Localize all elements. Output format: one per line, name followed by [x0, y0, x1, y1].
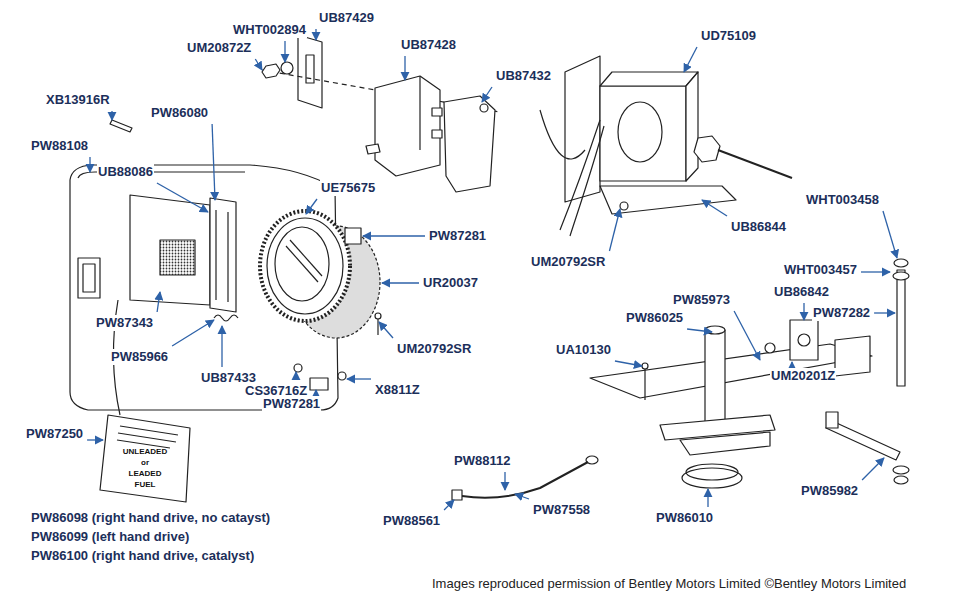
plate-text: UNLEADED: [123, 447, 167, 457]
leader-arrow: [89, 157, 90, 172]
part-number: UE75675: [320, 180, 376, 196]
part-number: PW85966: [110, 349, 169, 365]
leader-arrow: [379, 322, 393, 338]
leader-arrow: [734, 311, 760, 360]
part-number: UR20037: [422, 275, 479, 291]
leader-arrow: [284, 41, 285, 62]
part-number: PW87558: [532, 502, 591, 518]
part-number: XB13916R: [45, 92, 111, 108]
part-number: UB86842: [773, 284, 830, 300]
part-number: UM20872Z: [186, 40, 252, 56]
leader-arrow: [315, 390, 316, 393]
leader-arrow: [347, 378, 371, 379]
part-number: UB88086: [97, 164, 154, 180]
part-number: PW87343: [95, 315, 154, 331]
leader-arrow: [157, 292, 160, 312]
part-number: UM20792SR: [396, 341, 472, 357]
leader-arrow: [111, 111, 112, 120]
leader-arrow: [444, 500, 454, 510]
leader-arrow: [504, 472, 505, 490]
part-number: PW86100 (right hand drive, catalyst): [30, 548, 255, 564]
part-number: PW87281: [428, 228, 487, 244]
leader-arrow: [862, 458, 884, 480]
leader-arrow: [382, 282, 419, 283]
leader-arrow: [515, 494, 529, 499]
leader-arrow: [212, 124, 215, 200]
leader-arrow: [702, 200, 727, 216]
part-number: WHT003457: [783, 262, 858, 278]
part-number: UB87429: [318, 10, 375, 26]
part-number: UA10130: [555, 342, 612, 358]
part-number: PW87282: [812, 305, 871, 321]
part-number: UM20792SR: [530, 254, 606, 270]
part-number: UB87432: [495, 68, 552, 84]
part-number: PW87281: [262, 396, 321, 412]
leader-arrow: [874, 312, 895, 313]
leader-arrow: [221, 326, 222, 367]
leader-arrow: [295, 372, 296, 380]
leader-arrow: [172, 320, 214, 346]
part-number: PW85973: [672, 292, 731, 308]
part-number: WHT003458: [805, 192, 880, 208]
leader-arrow: [609, 209, 620, 251]
part-number: PW86099 (left hand drive): [30, 529, 190, 545]
leader-arrow: [404, 56, 405, 80]
leader-arrow: [791, 362, 792, 365]
part-number: PW86080: [150, 105, 209, 121]
leader-arrow: [684, 47, 697, 72]
leader-arrow: [255, 59, 262, 70]
leader-arrow: [883, 211, 897, 258]
plate-text: FUEL: [135, 480, 156, 490]
leader-arrow: [615, 361, 642, 366]
part-number: WHT002894: [232, 22, 307, 38]
leader-arrow: [315, 29, 316, 40]
part-number: PW88112: [453, 453, 511, 469]
leader-arrow: [87, 439, 103, 440]
leader-arrow: [803, 303, 804, 320]
part-number: PW86025: [625, 310, 684, 326]
part-number: UM20201Z: [770, 368, 836, 384]
part-number: UB86844: [730, 219, 787, 235]
plate-text: or: [141, 458, 149, 468]
leader-arrow: [482, 87, 492, 102]
leader-arrow: [707, 489, 708, 507]
part-number: X8811Z: [374, 382, 421, 398]
caption: Images reproduced permission of Bentley …: [432, 576, 906, 592]
part-number: UD75109: [700, 28, 757, 44]
part-number: PW86098 (right hand drive, no catayst): [30, 510, 271, 526]
part-number: PW85982: [800, 483, 859, 499]
part-number: PW86010: [655, 510, 714, 526]
part-number: PW87250: [25, 426, 84, 442]
part-number: PW88108: [30, 138, 89, 154]
leader-arrow: [861, 271, 890, 272]
leader-arrow: [306, 199, 317, 214]
leader-arrow: [363, 235, 425, 236]
leader-arrow: [157, 183, 208, 212]
leader-arrow: [687, 329, 712, 332]
plate-text: LEADED: [129, 469, 162, 479]
part-number: UB87428: [400, 37, 457, 53]
part-number: PW88561: [382, 513, 441, 529]
